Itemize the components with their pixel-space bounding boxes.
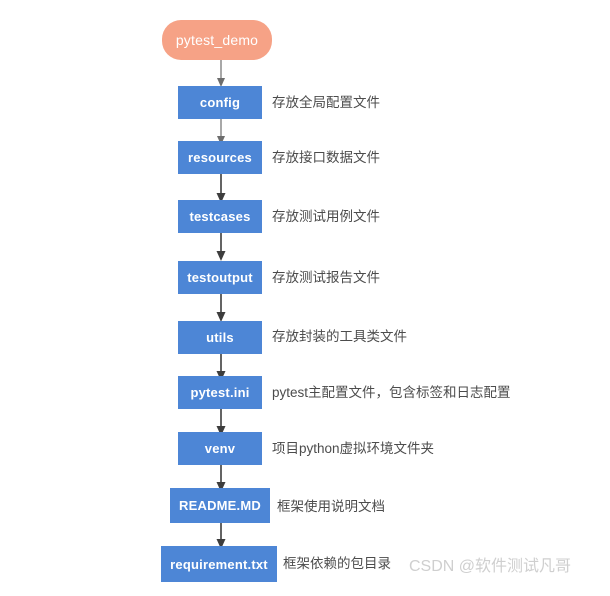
flow-node-root[interactable]: pytest_demo <box>162 20 272 60</box>
flow-label-requirement: 框架依赖的包目录 <box>283 556 391 571</box>
flow-node-resources-label: resources <box>188 150 252 165</box>
flow-node-requirement-label: requirement.txt <box>170 556 268 572</box>
flow-label-venv: 项目python虚拟环境文件夹 <box>272 441 435 456</box>
flow-label-testcases: 存放测试用例文件 <box>272 209 380 224</box>
flow-node-readme[interactable]: README.MD <box>170 488 270 523</box>
flow-label-utils: 存放封装的工具类文件 <box>272 329 407 344</box>
flow-node-pytest-ini-label: pytest.ini <box>190 385 250 400</box>
flow-node-resources[interactable]: resources <box>178 141 262 174</box>
flow-node-requirement[interactable]: requirement.txt <box>161 546 277 582</box>
flow-node-utils[interactable]: utils <box>178 321 262 354</box>
connector-resources-to-testcases <box>216 174 226 203</box>
flow-node-pytest-ini[interactable]: pytest.ini <box>178 376 262 409</box>
connector-pytest-ini-to-venv <box>216 409 226 436</box>
csdn-watermark: CSDN @软件测试凡哥 <box>409 558 572 575</box>
flow-node-config-label: config <box>199 95 241 110</box>
connector-venv-to-readme <box>216 465 226 492</box>
flow-node-testoutput-label: testoutput <box>187 270 253 285</box>
flow-node-testoutput[interactable]: testoutput <box>178 261 262 294</box>
flow-node-testcases-label: testcases <box>189 209 251 224</box>
connector-testoutput-to-utils <box>216 294 226 322</box>
flow-node-utils-label: utils <box>206 330 234 345</box>
flow-label-readme: 框架使用说明文档 <box>277 499 385 514</box>
connector-config-to-resources <box>217 119 225 145</box>
flow-label-resources: 存放接口数据文件 <box>272 150 380 165</box>
flow-node-venv[interactable]: venv <box>178 432 262 465</box>
connector-readme-to-requirement <box>216 523 226 549</box>
connector-root-to-config <box>217 60 225 87</box>
flow-node-readme-label: README.MD <box>179 498 261 513</box>
flow-label-testoutput: 存放测试报告文件 <box>272 270 380 285</box>
flow-node-root-label: pytest_demo <box>175 32 259 48</box>
connector-testcases-to-testoutput <box>216 233 226 261</box>
flow-node-testcases[interactable]: testcases <box>178 200 262 233</box>
flow-label-config: 存放全局配置文件 <box>272 95 380 110</box>
flow-node-venv-label: venv <box>204 441 236 456</box>
flow-label-pytest-ini: pytest主配置文件，包含标签和日志配置 <box>272 385 511 400</box>
flow-node-config[interactable]: config <box>178 86 262 119</box>
